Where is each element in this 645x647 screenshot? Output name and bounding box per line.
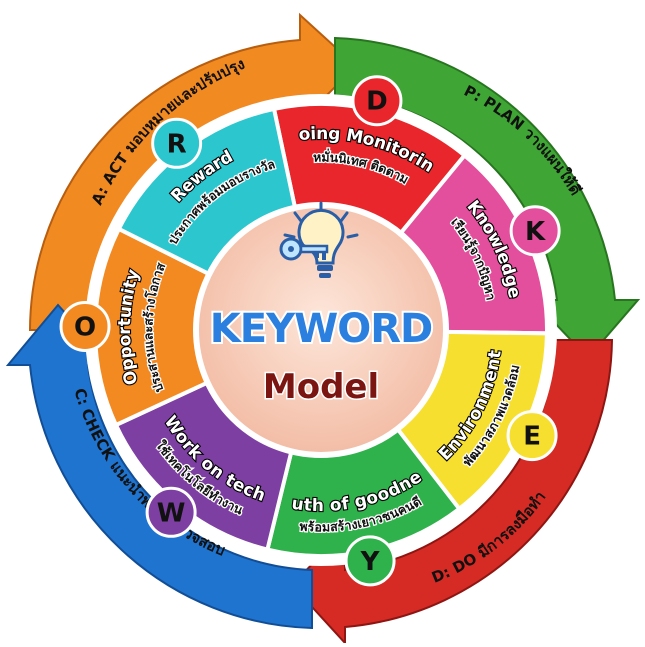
letter-badge-r xyxy=(151,117,203,169)
segment-letter-badges: D K E Y W O R xyxy=(59,75,561,587)
letter-badge-e xyxy=(506,410,558,462)
letter-badge-d xyxy=(351,75,403,127)
letter-badge-k xyxy=(509,205,561,257)
letter-e: E xyxy=(523,422,541,452)
letter-r: R xyxy=(167,129,187,159)
letter-o: O xyxy=(74,312,96,342)
letter-w: W xyxy=(157,498,186,528)
center-title: KEYWORD xyxy=(210,306,432,352)
letter-badge-w xyxy=(145,486,197,538)
letter-badge-o xyxy=(59,300,111,352)
check-arrow xyxy=(5,303,313,630)
center-subtitle: Model xyxy=(263,367,379,407)
letter-badge-y xyxy=(344,535,396,587)
letter-d: D xyxy=(366,87,388,117)
plan-arrow xyxy=(334,36,641,360)
letter-y: Y xyxy=(360,547,381,577)
letter-k: K xyxy=(525,217,546,247)
key-lightbulb-icon xyxy=(279,201,359,278)
